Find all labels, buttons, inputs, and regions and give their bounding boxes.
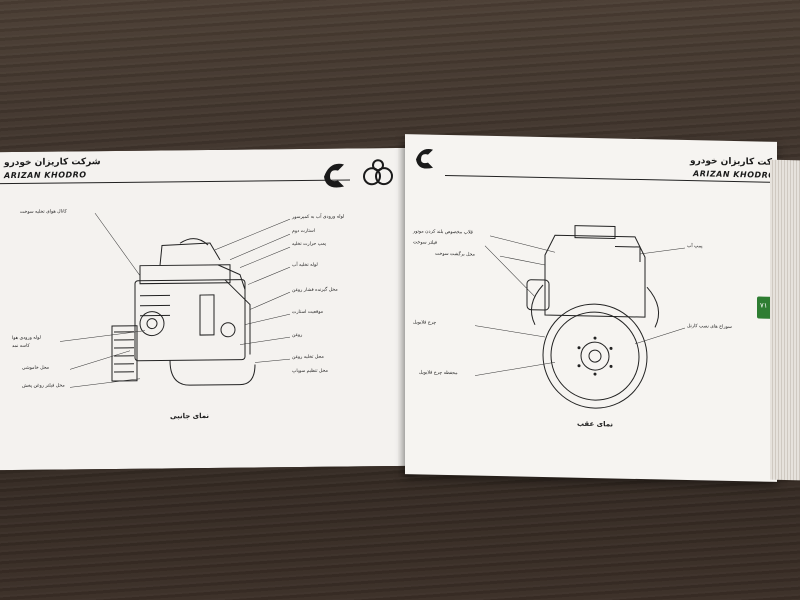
left-label-7: روغن (292, 332, 303, 339)
right-label-5: سوراخ های نصب کارتل (687, 324, 732, 330)
left-label-5: محل گیرنده فشار روغن (292, 287, 338, 294)
left-label-3: پمپ حرارت تخلیه (292, 241, 327, 248)
right-label-2: چرخ فلایویل (413, 320, 437, 326)
left-label-10: کاسه نمد (12, 343, 30, 350)
cummins-logo-icon (320, 158, 360, 188)
page-number: ۷۱ (760, 301, 768, 310)
right-page: شرکت کاریزان خودرو ARIZAN KHODRO (405, 134, 787, 482)
right-label-1: محل برگشت سوخت (435, 251, 476, 258)
company-logo-icon (360, 156, 400, 190)
right-label-6: فیلتر سوخت (413, 240, 438, 246)
book-page-edges (770, 159, 800, 481)
left-label-9: لوله ورودی هوا (12, 335, 41, 342)
left-caption: نمای جانبی (170, 411, 210, 421)
right-caption: نمای عقب (577, 419, 614, 429)
cummins-logo-icon-right (416, 149, 433, 169)
left-label-6: موقعیت استارت (292, 309, 324, 316)
left-leader-lines (0, 148, 412, 470)
left-page: شرکت کاریزان خودرو ARIZAN KHODRO (0, 148, 412, 470)
left-label-8: محل تخلیه روغن (292, 354, 324, 361)
right-label-4: پمپ آب (687, 244, 703, 250)
right-label-3: محفظه چرخ فلایویل (419, 370, 458, 377)
left-label-11: محل خاموشی (22, 365, 50, 371)
left-label-0: کانال هوای تخلیه سوخت (20, 209, 67, 215)
left-label-2: استارت دوم (292, 228, 316, 235)
left-label-1: لوله ورودی آب به کمپرسور (292, 214, 345, 221)
right-leader-lines (474, 235, 686, 376)
left-label-12: محل فیلتر روغن پخش (22, 383, 65, 389)
left-label-4: لوله تخلیه آب (292, 262, 318, 269)
left-label-13: محل تنظیم سوپاپ (292, 368, 328, 375)
engine-rear-view-diagram (526, 225, 660, 409)
